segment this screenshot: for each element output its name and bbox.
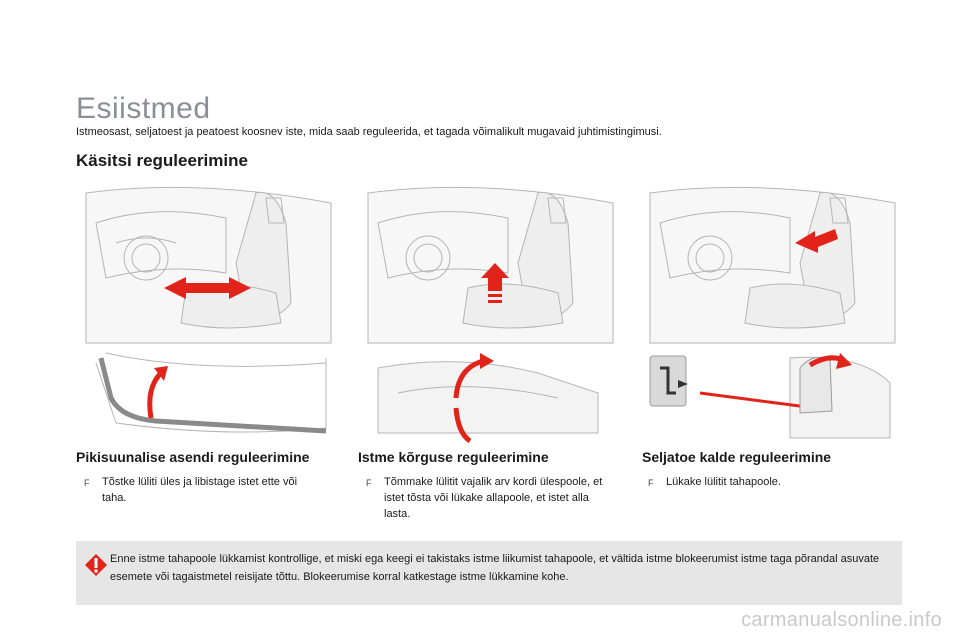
page-title: Esiistmed [76, 92, 211, 125]
bullet-longitudinal: F Tõstke lüliti üles ja libistage istet … [84, 474, 324, 506]
heading-longitudinal: Pikisuunalise asendi reguleerimine [76, 449, 310, 465]
section-heading: Käsitsi reguleerimine [76, 151, 248, 170]
warning-text: Enne istme tahapoole lükkamist kontrolli… [110, 553, 880, 583]
illustration-backrest-recline [640, 183, 902, 443]
track-rail [98, 357, 327, 434]
bullet-marker: F [366, 478, 372, 488]
warning-exclamation-icon [85, 554, 107, 576]
bullet-marker: F [648, 478, 654, 488]
illustration-seat-longitudinal [76, 183, 338, 443]
heading-height: Istme kõrguse reguleerimine [358, 449, 549, 465]
bullet-text: Lükake lülitit tahapoole. [666, 476, 781, 488]
bullet-text: Tõstke lüliti üles ja libistage istet et… [102, 476, 298, 504]
heading-backrest: Seljatoe kalde reguleerimine [642, 449, 832, 465]
bullet-text: Tõmmake lülitit vajalik arv kordi ülespo… [384, 476, 603, 520]
bullet-marker: F [84, 478, 90, 488]
intro-text: Istmeosast, seljatoest ja peatoest koosn… [76, 126, 662, 138]
bullet-height: F Tõmmake lülitit vajalik arv kordi üles… [366, 474, 616, 522]
watermark: carmanualsonline.info [741, 609, 942, 631]
illustration-seat-height [358, 183, 620, 443]
warning-box: Enne istme tahapoole lükkamist kontrolli… [76, 541, 902, 605]
bullet-backrest: F Lükake lülitit tahapoole. [648, 474, 898, 490]
